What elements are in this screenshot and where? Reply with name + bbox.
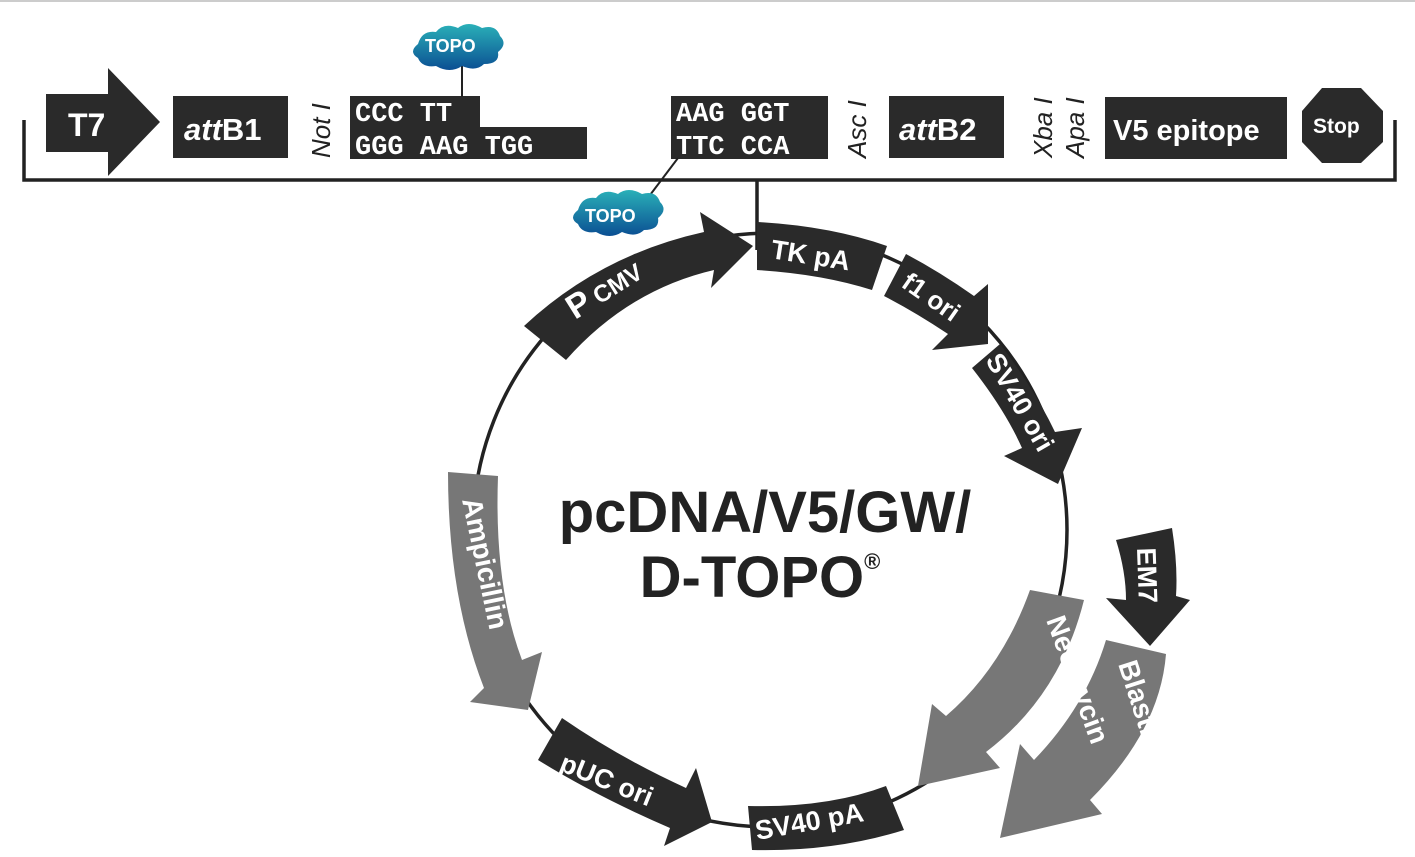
attb1-rest: B1 xyxy=(222,112,262,147)
xba-i-site: Xba I xyxy=(1028,97,1058,159)
topo-top-label: TOPO xyxy=(425,36,476,56)
v5-label: V5 epitope xyxy=(1113,115,1260,147)
t7-label: T7 xyxy=(68,107,105,143)
stop-label: Stop xyxy=(1313,115,1360,138)
pcmv-promoter-arrow: PCMV xyxy=(524,212,753,360)
seq-right-bottom: TTC CCA xyxy=(676,133,790,163)
attb1-italic: att xyxy=(184,112,224,147)
registered-mark: ® xyxy=(864,549,880,574)
svg-text:attB2: attB2 xyxy=(899,112,977,147)
em7-promoter-arrow: EM7 xyxy=(1106,528,1190,646)
plasmid-name-line1: pcDNA/V5/GW/ xyxy=(559,480,972,545)
f1-ori-arrow: f1 ori xyxy=(884,254,988,350)
attb2-italic: att xyxy=(899,112,939,147)
seq-left-bottom: GGG AAG TGG xyxy=(355,133,533,163)
sv40-ori-arrow: SV40 ori xyxy=(972,344,1082,484)
attb2-rest: B2 xyxy=(937,112,977,147)
left-overhang-sequence: CCC TT GGG AAG TGG xyxy=(350,96,587,163)
puc-ori-arrow: pUC ori xyxy=(538,718,712,846)
not-i-site: Not I xyxy=(306,103,336,158)
asc-i-site: Asc I xyxy=(842,100,872,160)
seq-left-top: CCC TT xyxy=(355,100,452,130)
apa-i-site: Apa I xyxy=(1060,97,1090,160)
expression-cassette-bracket xyxy=(22,120,1397,182)
plasmid-name-line2-text: D-TOPO xyxy=(640,545,865,610)
right-overhang-sequence: AAG GGT TTC CCA xyxy=(671,96,828,163)
attb1-site: attB1 xyxy=(173,96,288,158)
t7-promoter-arrow: T7 xyxy=(46,68,160,176)
seq-right-top: AAG GGT xyxy=(676,100,789,130)
em7-label: EM7 xyxy=(1131,547,1163,604)
tkpa-feature: TK pA xyxy=(757,222,887,290)
ampicillin-resistance-arrow: Ampicillin xyxy=(448,472,542,710)
topo-enzyme-bottom-icon: TOPO xyxy=(573,190,664,236)
stop-codon-icon: Stop xyxy=(1302,88,1383,163)
topo-bottom-label: TOPO xyxy=(585,206,636,226)
svg-text:attB1: attB1 xyxy=(184,112,262,147)
v5-epitope-tag: V5 epitope xyxy=(1105,97,1287,159)
topo-enzyme-top-icon: TOPO xyxy=(413,24,504,70)
plasmid-name-line2: D-TOPO® xyxy=(640,545,881,610)
sv40-pa-feature: SV40 pA xyxy=(748,786,904,851)
attb2-site: attB2 xyxy=(889,96,1004,158)
